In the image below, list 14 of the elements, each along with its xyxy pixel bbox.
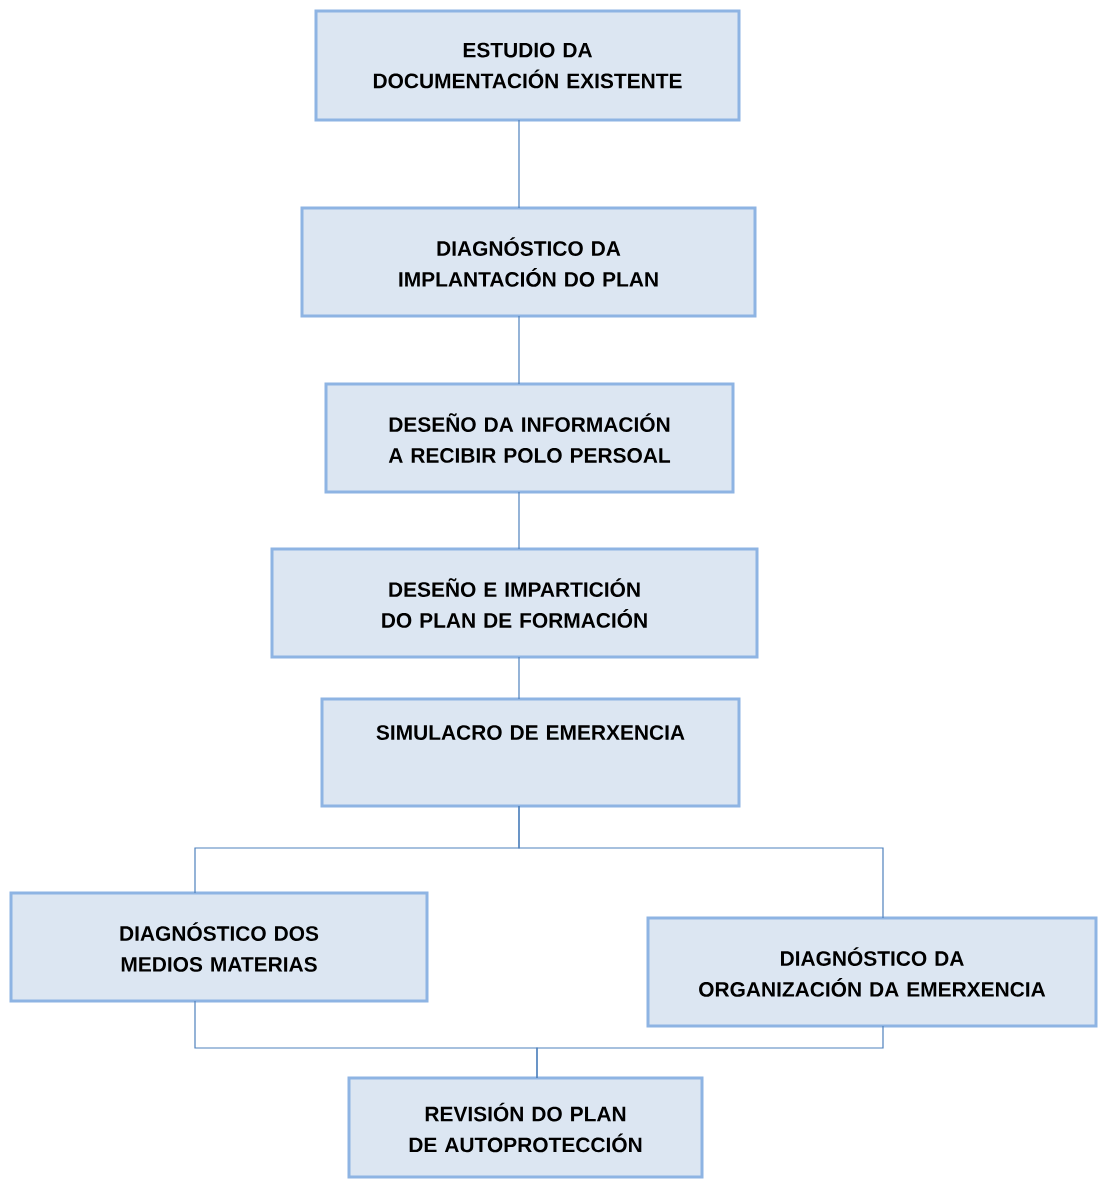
connector-line [536,1025,884,1079]
process-box: DESEÑO E IMPARTICIÓN DO PLAN DE FORMACIÓN [270,547,759,659]
connector-line [518,656,520,700]
connector-line [518,315,520,385]
process-box: REVISIÓN DO PLAN DE AUTOPROTECCIÓN [347,1076,704,1179]
process-box: SIMULACRO DE EMERXENCIA [320,697,741,808]
process-box: DIAGNÓSTICO DOS MEDIOS MATERIAS [9,891,429,1003]
process-box: DESEÑO DA INFORMACIÓN A RECIBIR POLO PERSOAL [324,382,735,494]
process-box: DIAGNÓSTICO DA ORGANIZACIÓN DA EMERXENCIA [646,916,1098,1028]
process-box: ESTUDIO DA DOCUMENTACIÓN EXISTENTE [314,9,741,122]
process-box: DIAGNÓSTICO DA IMPLANTACIÓN DO PLAN [300,206,757,318]
connector-line [518,805,884,919]
connector-line [518,491,520,550]
connector-line [518,119,520,209]
